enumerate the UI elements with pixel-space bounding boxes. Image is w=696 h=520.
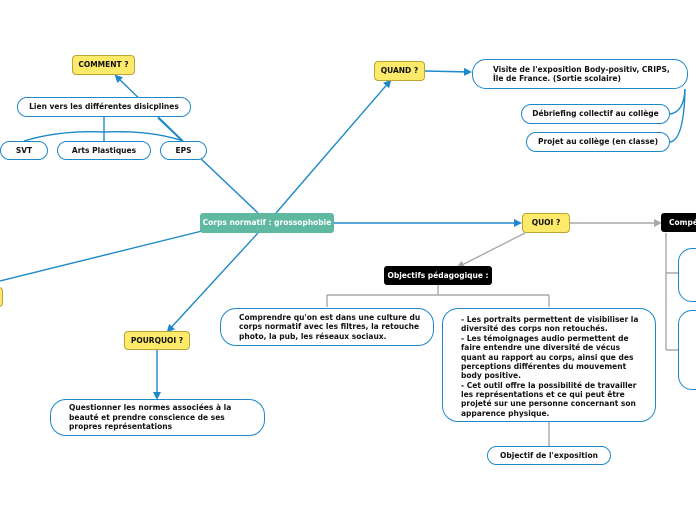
objectif-exposition-node[interactable]: Objectif de l'exposition [487, 446, 611, 465]
link-central-left [0, 230, 203, 282]
link-visit-debrief [669, 88, 686, 115]
link-lien-eps [103, 131, 184, 142]
visit-node[interactable]: Visite de l'exposition Body-positiv, CRI… [472, 59, 688, 89]
pourquoi-topic[interactable]: POURQUOI ? [124, 331, 190, 350]
pourquoi-text-node[interactable]: Questionner les normes associées à la be… [50, 399, 265, 436]
objectif-portraits-node[interactable]: - Les portraits permettent de visibilise… [442, 308, 656, 422]
competence-node-2[interactable] [678, 310, 696, 390]
link-central-quand [275, 79, 392, 214]
discipline-arts-plastiques[interactable]: Arts Plastiques [57, 141, 151, 160]
offscreen-topic[interactable] [0, 287, 3, 307]
link-competences-children [665, 233, 678, 351]
quand-topic[interactable]: QUAND ? [374, 61, 425, 81]
link-visit-projet [669, 88, 686, 143]
discipline-svt[interactable]: SVT [0, 141, 48, 160]
objectifs-title[interactable]: Objectifs pédagogique : [384, 266, 492, 285]
discipline-eps[interactable]: EPS [160, 141, 207, 160]
link-quand-visit [424, 67, 472, 76]
disciplines-link-node[interactable]: Lien vers les différentes disicplines [17, 97, 191, 117]
quoi-topic[interactable]: QUOI ? [522, 213, 570, 233]
comment-topic[interactable]: COMMENT ? [72, 55, 135, 75]
link-central-pourquoi [166, 232, 259, 333]
competences-title[interactable]: Compé [661, 213, 696, 232]
competence-node-1[interactable] [678, 248, 696, 302]
link-quoi-objectifs [456, 232, 526, 268]
link-objectifs-children [326, 285, 550, 307]
debriefing-node[interactable]: Débriefing collectif au collège [521, 104, 670, 124]
central-topic[interactable]: Corps normatif : grossophobie [200, 213, 334, 233]
objectif-culture-node[interactable]: Comprendre qu'on est dans une culture du… [220, 308, 434, 346]
link-lien-svt [23, 131, 105, 142]
projet-node[interactable]: Projet au collège (en classe) [526, 132, 670, 152]
